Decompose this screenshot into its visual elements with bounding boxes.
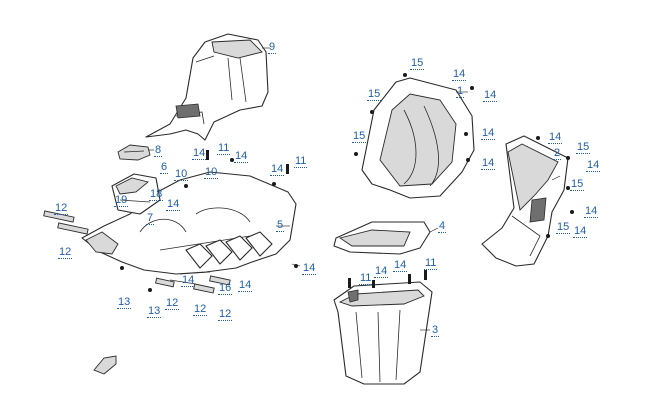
callout-14[interactable]: 14 bbox=[270, 163, 285, 176]
callout-12[interactable]: 12 bbox=[193, 303, 208, 316]
callout-15[interactable]: 15 bbox=[367, 88, 382, 101]
part-rear-fender[interactable] bbox=[361, 77, 475, 199]
part-clip[interactable] bbox=[93, 355, 117, 375]
callout-12[interactable]: 12 bbox=[54, 202, 69, 215]
callout-13[interactable]: 13 bbox=[117, 296, 132, 309]
callout-11[interactable]: 11 bbox=[359, 272, 373, 285]
part-tray[interactable] bbox=[333, 221, 431, 255]
callout-7[interactable]: 7 bbox=[146, 212, 155, 225]
callout-19[interactable]: 19 bbox=[114, 194, 129, 207]
callout-14[interactable]: 14 bbox=[374, 265, 389, 278]
part-lower-frame[interactable] bbox=[81, 171, 297, 285]
spring-clips-left bbox=[43, 210, 231, 294]
callout-1[interactable]: 1 bbox=[456, 85, 465, 98]
callout-14[interactable]: 14 bbox=[393, 259, 408, 272]
callout-14[interactable]: 14 bbox=[166, 198, 181, 211]
callout-14[interactable]: 14 bbox=[234, 150, 249, 163]
callout-12[interactable]: 12 bbox=[218, 308, 233, 321]
callout-15[interactable]: 15 bbox=[556, 221, 571, 234]
callout-11[interactable]: 11 bbox=[294, 155, 308, 168]
callout-14[interactable]: 14 bbox=[586, 159, 601, 172]
callout-15[interactable]: 15 bbox=[570, 178, 585, 191]
callout-12[interactable]: 12 bbox=[58, 246, 73, 259]
callout-16[interactable]: 16 bbox=[218, 282, 233, 295]
callout-10[interactable]: 10 bbox=[174, 168, 189, 181]
callout-18[interactable]: 18 bbox=[149, 188, 164, 201]
part-side-panel[interactable] bbox=[481, 135, 569, 267]
callout-4[interactable]: 4 bbox=[438, 220, 447, 233]
callout-15[interactable]: 15 bbox=[410, 57, 425, 70]
callout-15[interactable]: 15 bbox=[576, 141, 591, 154]
part-storage-box[interactable] bbox=[333, 281, 433, 385]
callout-14[interactable]: 14 bbox=[481, 127, 496, 140]
callout-6[interactable]: 6 bbox=[160, 161, 169, 174]
fasteners bbox=[43, 73, 574, 294]
callout-14[interactable]: 14 bbox=[302, 262, 317, 275]
callout-14[interactable]: 14 bbox=[452, 68, 467, 81]
callout-11[interactable]: 11 bbox=[424, 257, 438, 270]
callout-14[interactable]: 14 bbox=[181, 274, 196, 287]
part-small-cover[interactable] bbox=[117, 144, 151, 161]
callout-9[interactable]: 9 bbox=[268, 41, 277, 54]
callout-12[interactable]: 12 bbox=[165, 297, 180, 310]
callout-14[interactable]: 14 bbox=[481, 157, 496, 170]
part-seat-cover[interactable] bbox=[145, 33, 269, 141]
callout-13[interactable]: 13 bbox=[147, 305, 162, 318]
callout-3[interactable]: 3 bbox=[431, 324, 440, 337]
callout-5[interactable]: 5 bbox=[276, 219, 285, 232]
callout-14[interactable]: 14 bbox=[238, 279, 253, 292]
callout-14[interactable]: 14 bbox=[192, 147, 207, 160]
callout-14[interactable]: 14 bbox=[573, 225, 588, 238]
callout-14[interactable]: 14 bbox=[483, 89, 498, 102]
callout-10[interactable]: 10 bbox=[204, 166, 219, 179]
callout-11[interactable]: 11 bbox=[217, 142, 231, 155]
callout-14[interactable]: 14 bbox=[584, 205, 599, 218]
callout-14[interactable]: 14 bbox=[548, 131, 563, 144]
callout-8[interactable]: 8 bbox=[154, 144, 163, 157]
callout-15[interactable]: 15 bbox=[352, 130, 367, 143]
callout-2[interactable]: 2 bbox=[553, 147, 562, 160]
